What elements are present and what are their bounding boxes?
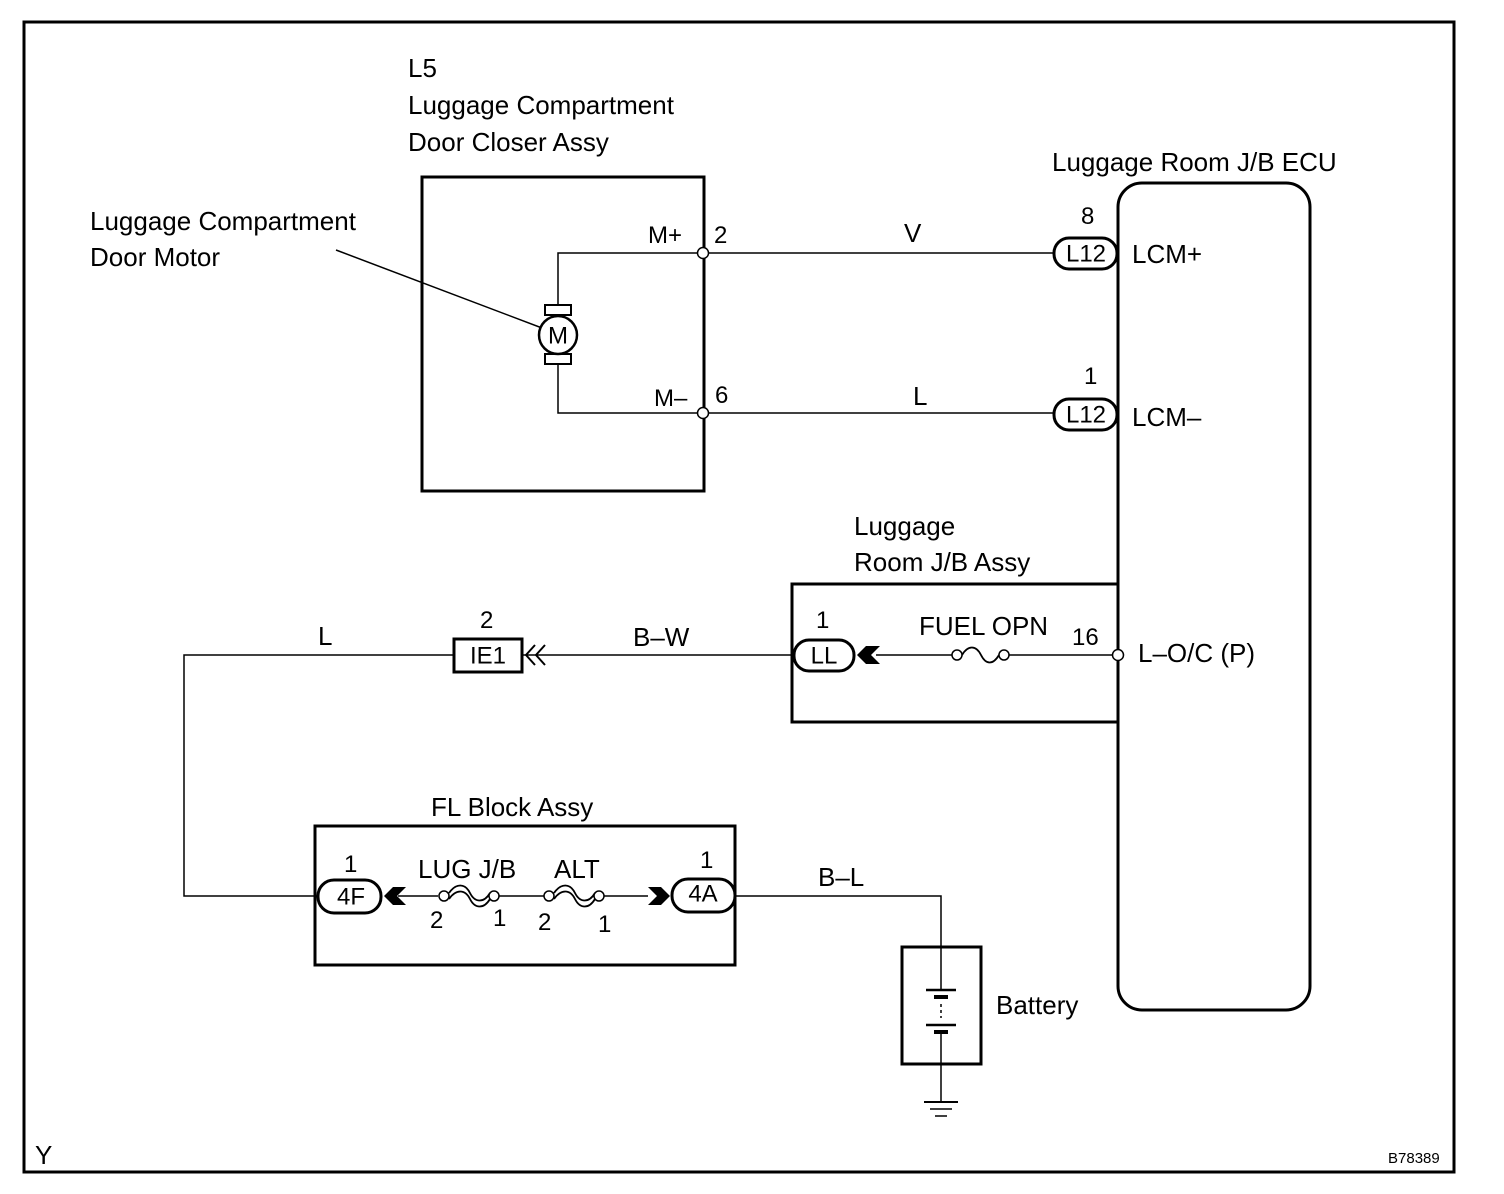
wire-l-left	[183, 654, 454, 897]
connector-l12-bottom-label: L12	[1066, 402, 1106, 429]
closer-terminal-2	[696, 246, 710, 260]
lug-jb-fuse-icon	[438, 884, 500, 908]
ecu-pin-lcm-minus: LCM–	[1132, 402, 1202, 432]
closer-pin-2: 2	[714, 222, 727, 249]
connector-l12-bottom-pin: 1	[1084, 363, 1097, 390]
fuel-opn-fuse-right	[998, 649, 1010, 661]
ecu-pin-loc: L–O/C (P)	[1138, 638, 1255, 668]
luggage-room-jb-ecu: Luggage Room J/B ECU LCM+ LCM– L–O/C (P)	[1052, 147, 1337, 1012]
motor-symbol: M	[548, 323, 568, 350]
alt-label: ALT	[554, 854, 600, 884]
closer-pin-6: 6	[715, 382, 728, 409]
connector-l12-top-body	[1052, 236, 1119, 271]
motor-name-line1: Luggage Compartment	[90, 206, 357, 236]
ecu-box	[1116, 181, 1312, 1012]
connector-l12-bottom-body	[1052, 397, 1119, 432]
motor-wire-top	[557, 252, 703, 306]
wire-l-left-label: L	[318, 621, 332, 651]
connector-l12-top-label: L12	[1066, 241, 1106, 268]
wire-b-w-label: B–W	[633, 622, 690, 652]
alt-pin-left: 2	[538, 909, 551, 936]
closer-name-line2: Door Closer Assy	[408, 127, 609, 157]
figure-code: B78389	[1388, 1150, 1440, 1167]
connector-ll-arrow	[857, 646, 880, 664]
wire-l-top-label: L	[913, 381, 927, 411]
connector-l12-bottom: 1 L12	[1052, 363, 1119, 432]
door-closer-assy: L5 Luggage Compartment Door Closer Assy …	[408, 53, 728, 493]
battery-label: Battery	[996, 990, 1078, 1020]
lug-jb-pin-left: 2	[430, 907, 443, 934]
fl-block-assy: FL Block Assy LUG J/B ALT 2 1 2 1	[313, 792, 737, 967]
fuel-opn-fuse-icon	[961, 646, 1000, 664]
ecu-name: Luggage Room J/B ECU	[1052, 147, 1337, 177]
connector-ie1-pin: 2	[480, 607, 493, 634]
jb-assy-box	[790, 582, 1118, 724]
wire-b-l-label: B–L	[818, 862, 864, 892]
connector-4a-pin: 1	[700, 847, 713, 874]
door-motor: Luggage Compartment Door Motor M	[90, 206, 703, 414]
wire-v-label: V	[904, 218, 922, 248]
ground-icon	[924, 1101, 958, 1117]
alt-fuse-icon	[543, 884, 605, 908]
connector-ie1-label: IE1	[470, 643, 506, 670]
alt-pin-right: 1	[598, 911, 611, 938]
motor-brush-bottom	[544, 353, 572, 365]
closer-terminal-6	[696, 406, 710, 420]
closer-code: L5	[408, 53, 437, 83]
connector-ie1-arrow-1	[524, 644, 536, 666]
closer-pin-m-plus: M+	[648, 222, 682, 249]
jb-assy-name-line1: Luggage	[854, 511, 955, 541]
motor-wire-bottom	[557, 364, 703, 414]
motor-name-line2: Door Motor	[90, 242, 220, 272]
closer-box	[420, 175, 706, 493]
connector-ll: 1 LL	[792, 607, 880, 673]
connector-4f-body	[316, 878, 383, 915]
battery: Battery	[900, 945, 1078, 1102]
wire-b-l	[735, 895, 942, 947]
connector-ll-pin: 1	[816, 607, 829, 634]
ecu-terminal-16	[1111, 648, 1125, 662]
jb-assy-name-line2: Room J/B Assy	[854, 547, 1030, 577]
connector-4a-arrow	[648, 887, 670, 905]
connector-l12-top-pin: 8	[1081, 203, 1094, 230]
outer-frame	[22, 20, 1456, 1174]
connector-4f-arrow	[384, 887, 406, 905]
luggage-room-jb-assy: Luggage Room J/B Assy FUEL OPN 16	[790, 511, 1125, 724]
closer-pin-m-minus: M–	[654, 385, 688, 412]
connector-ll-label: LL	[811, 643, 838, 670]
connector-l12-top: 8 L12	[1052, 203, 1119, 271]
motor-brush-top	[544, 304, 572, 316]
connector-4a: 1 4A	[648, 847, 737, 914]
connector-ie1: 2 IE1	[452, 607, 546, 674]
motor-icon	[537, 314, 579, 356]
closer-name-line1: Luggage Compartment	[408, 90, 675, 120]
motor-leader-line	[335, 249, 543, 329]
jb-assy-pin-16: 16	[1072, 624, 1099, 651]
connector-4a-label: 4A	[688, 881, 717, 908]
connector-4f: 1 4F	[316, 851, 406, 915]
ecu-pin-lcm-plus: LCM+	[1132, 239, 1202, 269]
connector-ie1-arrow-2	[534, 644, 546, 666]
connector-4f-label: 4F	[337, 884, 365, 911]
fl-block-name: FL Block Assy	[431, 792, 593, 822]
lug-jb-label: LUG J/B	[418, 854, 516, 884]
fuel-opn-fuse-left	[951, 649, 963, 661]
lug-jb-pin-right: 1	[493, 905, 506, 932]
connector-4f-pin: 1	[344, 851, 357, 878]
footer-left-code: Y	[35, 1140, 52, 1170]
fuel-opn-label: FUEL OPN	[919, 611, 1048, 641]
